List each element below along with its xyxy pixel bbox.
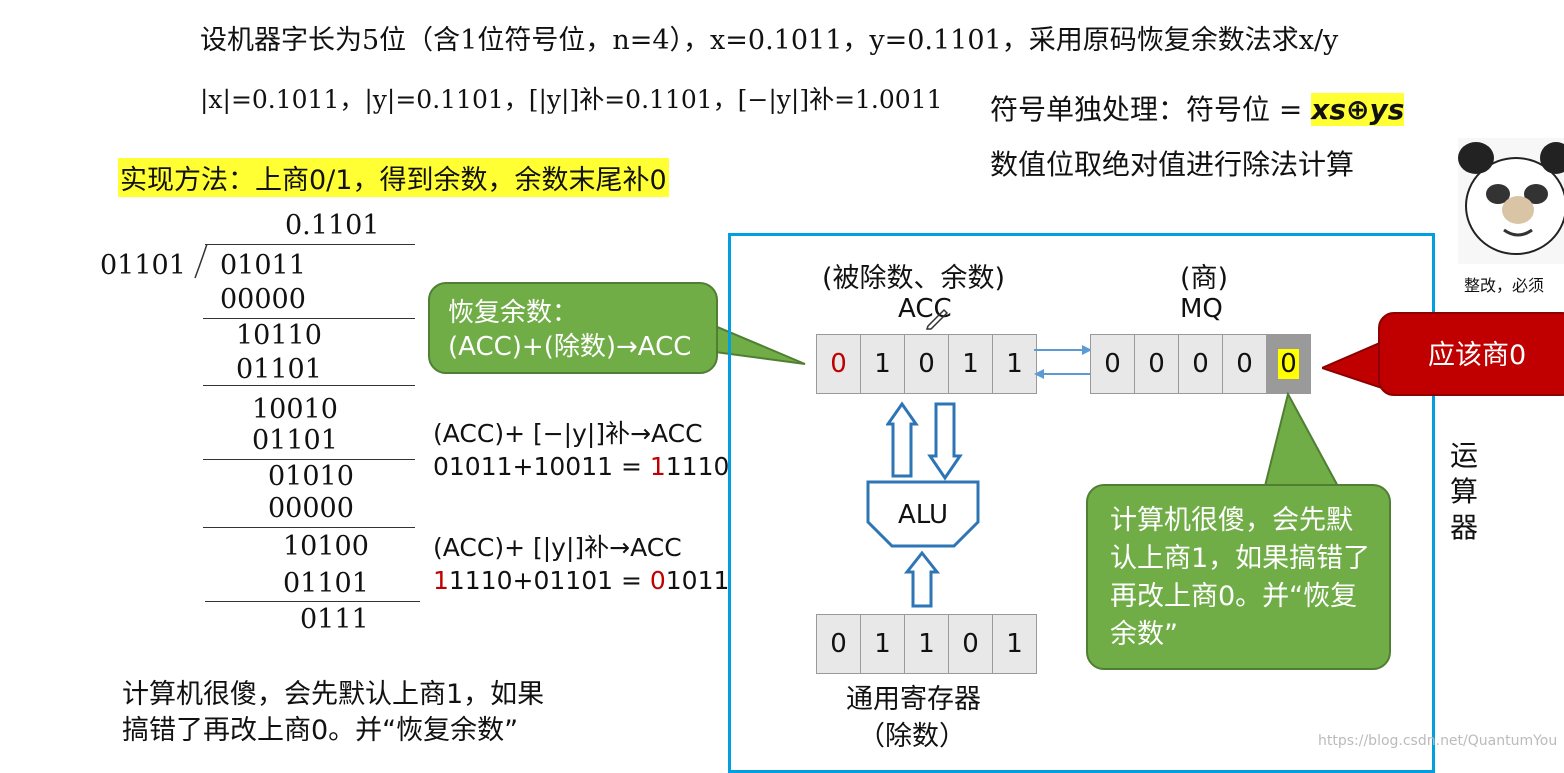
meme-caption: 整改，必须 [1464, 276, 1545, 295]
arithmetic-unit-label: 运 算 器 [1450, 438, 1478, 546]
division-line [203, 527, 415, 528]
unit-label-char: 运 [1450, 439, 1479, 472]
gpr-bit: 1 [905, 615, 949, 673]
gpr-alu-arrow [904, 550, 940, 608]
abs-note: 数值位取绝对值进行除法计算 [990, 148, 1355, 181]
gpr-register: 0 1 1 0 1 [816, 614, 1037, 674]
abs-values-line: |x|=0.1011，|y|=0.1101，[|y|]补=0.1101，[−|y… [200, 85, 943, 114]
add-calc-part: 1110+01101 = [448, 566, 650, 595]
restore-bubble: 恢复余数： (ACC)+(除数)→ACC [428, 282, 718, 374]
restore-bubble-tail [715, 326, 806, 365]
acc-bit: 1 [861, 335, 905, 393]
add-op-title: (ACC)+ [|y|]补→ACC [433, 533, 682, 562]
division-line [203, 318, 415, 319]
gpr-bit: 0 [949, 615, 993, 673]
gpr-bit: 1 [861, 615, 905, 673]
explain-bubble-tail [1262, 392, 1342, 491]
acc-bit: 1 [949, 335, 993, 393]
division-row: 01101 [252, 425, 338, 456]
division-divisor: 01101 [100, 250, 186, 281]
division-row: 00000 [220, 284, 306, 315]
division-row: 10100 [283, 531, 369, 562]
mq-label: MQ [1180, 294, 1223, 324]
mq-bit-current-value: 0 [1278, 349, 1299, 379]
add-calc-part: 1011 [665, 566, 730, 595]
gpr-bit: 0 [817, 615, 861, 673]
division-remainder: 0111 [300, 604, 369, 635]
mq-bit-current: 0 [1267, 335, 1310, 393]
bottom-note-line: 搞错了再改上商0。并“恢复余数” [122, 715, 519, 746]
sub-calc-part: 1110 [665, 452, 730, 481]
division-quotient: 0.1101 [285, 210, 380, 241]
division-row: 10010 [252, 394, 338, 425]
division-row: 01101 [236, 354, 322, 385]
add-op-calc: 11110+01101 = 01011 [433, 566, 729, 595]
acc-bit: 0 [905, 335, 949, 393]
watermark: https://blog.csdn.net/QuantumYou [1318, 733, 1558, 749]
acc-mq-arrows [1034, 345, 1092, 379]
should-zero-tail [1322, 340, 1383, 390]
alu-label: ALU [897, 500, 948, 530]
mq-bit: 0 [1223, 335, 1267, 393]
mq-register: 0 0 0 0 0 [1090, 334, 1311, 394]
mq-caption: (商) [1180, 263, 1229, 294]
pen-cursor-icon [925, 308, 949, 330]
panda-meme-icon [1458, 138, 1564, 264]
acc-alu-arrows [886, 401, 963, 481]
explain-bubble: 计算机很傻，会先默认上商1，如果搞错了再改上商0。并“恢复余数” [1086, 484, 1391, 670]
should-zero-bubble: 应该商0 [1378, 312, 1564, 396]
sub-calc-part: 01011+10011 = [433, 452, 650, 481]
division-row: 01010 [268, 461, 354, 492]
restore-bubble-line: 恢复余数： [448, 298, 579, 328]
mq-bit: 0 [1179, 335, 1223, 393]
gpr-bit: 1 [993, 615, 1036, 673]
acc-label: ACC [898, 294, 952, 324]
unit-label-char: 算 [1450, 475, 1479, 508]
problem-statement: 设机器字长为5位（含1位符号位，n=4），x=0.1011，y=0.1101，采… [200, 25, 1339, 56]
acc-caption: (被除数、余数) [822, 263, 1006, 294]
acc-bit: 1 [993, 335, 1036, 393]
sign-formula: xs⊕ys [1311, 93, 1405, 126]
division-line [203, 459, 415, 460]
division-bar [205, 244, 415, 245]
division-row: 01011 [220, 250, 306, 281]
acc-bit: 0 [817, 335, 861, 393]
bottom-note-line: 计算机很傻，会先默认上商1，如果 [122, 679, 545, 710]
sub-calc-sign-bit: 1 [649, 452, 666, 481]
gpr-subcaption: （除数） [858, 721, 966, 752]
restore-bubble-line: (ACC)+(除数)→ACC [448, 332, 692, 362]
division-line [203, 385, 415, 386]
mq-bit: 0 [1091, 335, 1135, 393]
division-row: 10110 [236, 320, 322, 351]
method-note: 实现方法：上商0/1，得到余数，余数末尾补0 [118, 158, 669, 197]
sign-note: 符号单独处理：符号位 = xs⊕ys [990, 88, 1405, 128]
unit-label-char: 器 [1450, 511, 1479, 544]
acc-register: 0 1 0 1 1 [816, 334, 1037, 394]
add-calc-result-sign: 0 [649, 566, 666, 595]
sub-op-calc: 01011+10011 = 11110 [433, 452, 729, 481]
mq-bit: 0 [1135, 335, 1179, 393]
division-row: 01101 [283, 568, 369, 599]
division-row: 00000 [268, 493, 354, 524]
add-calc-sign-bit: 1 [433, 566, 449, 595]
division-line [205, 601, 420, 602]
sign-note-prefix: 符号单独处理：符号位 = [990, 93, 1303, 126]
gpr-caption: 通用寄存器 [846, 684, 981, 715]
alu-shape [866, 480, 980, 548]
division-bracket [194, 244, 208, 279]
sub-op-title: (ACC)+ [−|y|]补→ACC [433, 419, 703, 448]
